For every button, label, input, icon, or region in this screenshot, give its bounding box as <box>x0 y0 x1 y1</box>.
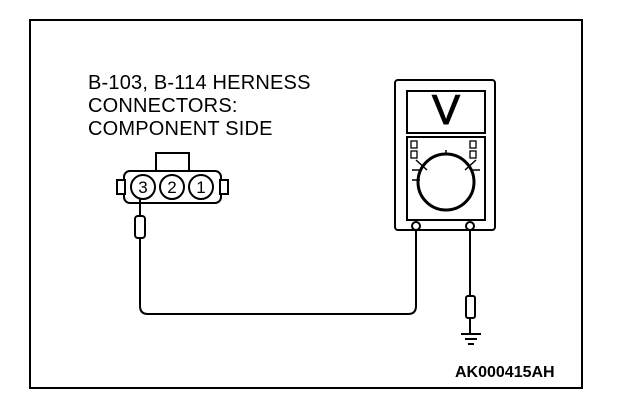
meter-selector-dial <box>416 152 476 212</box>
pin-label-3: 3 <box>138 178 147 197</box>
connector-pin-2 <box>159 174 185 200</box>
meter-indicator-d <box>469 150 477 159</box>
meter-indicator-a <box>410 140 418 149</box>
connector-pin-1 <box>188 174 214 200</box>
probe-negative <box>465 230 476 334</box>
meter-jack-right <box>465 221 475 231</box>
voltmeter <box>394 79 496 231</box>
pin-label-2: 2 <box>167 178 176 197</box>
diagram-frame <box>29 19 583 389</box>
caption-line-2: CONNECTORS: <box>88 95 238 117</box>
meter-indicator-b <box>410 150 418 159</box>
meter-jack-left <box>411 221 421 231</box>
meter-indicator-c <box>469 140 477 149</box>
ground-icon <box>461 333 481 345</box>
connector-caption: B-103, B-114 HERNESS CONNECTORS: COMPONE… <box>88 72 311 141</box>
probe-positive <box>134 199 146 250</box>
reference-code: AK000415AH <box>455 364 555 381</box>
connector-side-nub-right <box>219 179 229 195</box>
test-lead-wire <box>139 228 417 315</box>
harness-connector <box>116 152 229 204</box>
connector-side-nub-left <box>116 179 126 195</box>
meter-display <box>406 90 486 134</box>
connector-pin-3 <box>130 174 156 200</box>
caption-line-1: B-103, B-114 HERNESS <box>88 72 311 94</box>
meter-voltage-symbol: V <box>432 86 460 133</box>
pin-label-1: 1 <box>196 178 205 197</box>
caption-line-3: COMPONENT SIDE <box>88 118 273 140</box>
